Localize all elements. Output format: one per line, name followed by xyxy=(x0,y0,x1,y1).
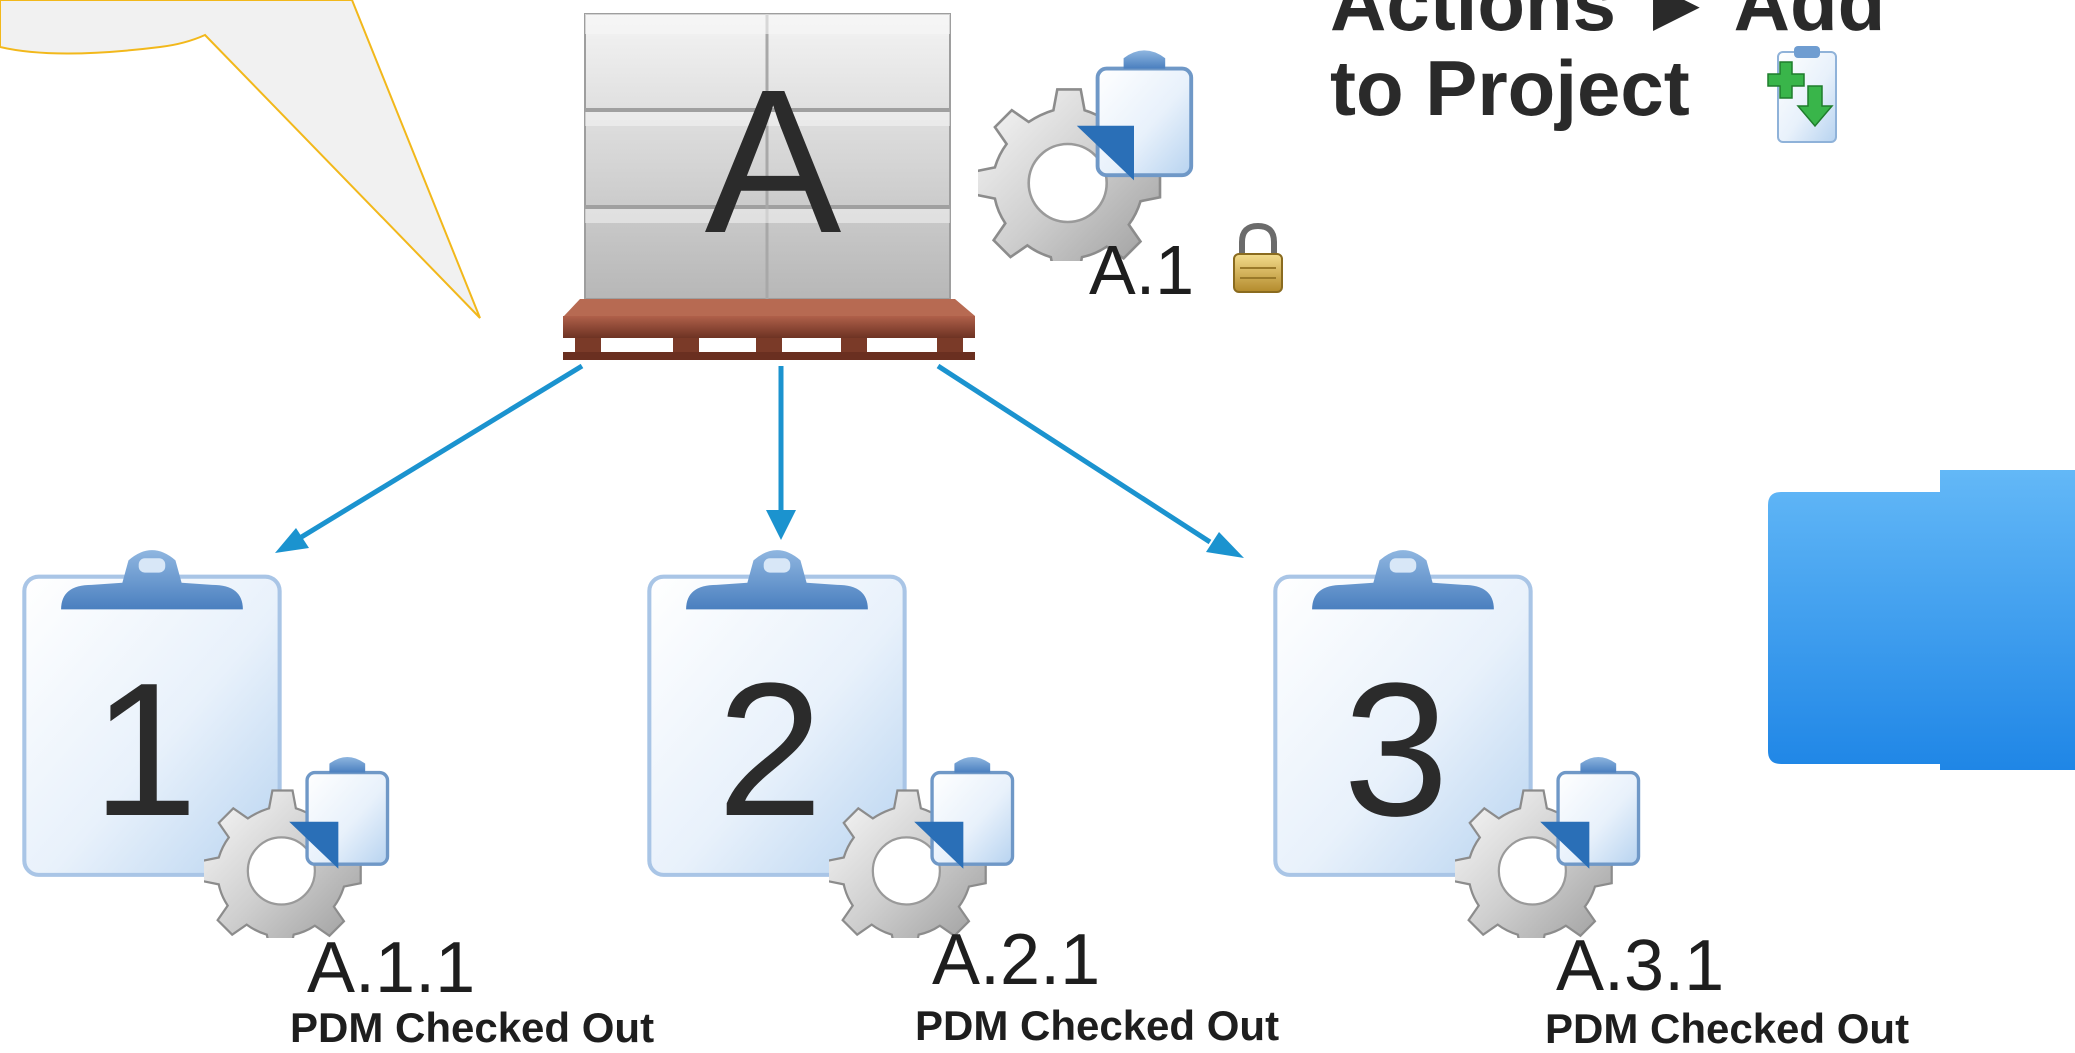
child-number: 1 xyxy=(92,644,198,856)
next-step-arrow-icon xyxy=(1768,470,2075,770)
action-menu-path: Actions ► Add xyxy=(1330,0,1885,47)
child-version-label: A.1.1 xyxy=(307,928,475,1008)
child-status: PDM Checked Out xyxy=(915,1002,1279,1049)
parent-version-label: A.1 xyxy=(1089,231,1194,309)
lock-icon xyxy=(1233,222,1283,293)
child-status: PDM Checked Out xyxy=(1545,1005,1909,1052)
child-number: 2 xyxy=(717,644,823,856)
child-item-2: 2 A.2.1 PDM Checked Out xyxy=(649,550,1279,1049)
child-item-3: 3 A.3.1 PDM Checked Out xyxy=(1275,550,1909,1052)
action-label: to Project xyxy=(1330,44,1690,132)
parent-letter: A xyxy=(705,47,842,276)
child-number: 3 xyxy=(1343,644,1449,856)
connector-arrows xyxy=(275,363,1244,558)
child-item-1: 1 A.1.1 PDM Checked Out xyxy=(24,550,654,1051)
child-status: PDM Checked Out xyxy=(290,1004,654,1051)
child-version-label: A.2.1 xyxy=(932,920,1100,1000)
connector-arrow-1 xyxy=(288,363,584,547)
add-to-project-icon xyxy=(1767,46,1837,143)
connector-arrow-3 xyxy=(936,363,1212,545)
callout-bubble xyxy=(0,0,481,319)
pallet-boxes-icon xyxy=(563,13,975,360)
child-version-label: A.3.1 xyxy=(1556,926,1724,1006)
